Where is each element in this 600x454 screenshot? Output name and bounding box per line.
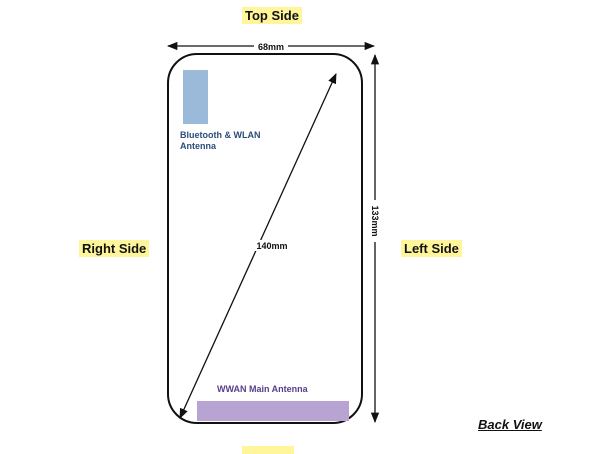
width-dimension-label: 68mm	[258, 42, 284, 52]
diagonal-label-bg	[254, 240, 290, 251]
top-side-label: Top Side	[242, 7, 302, 24]
phone-outline	[167, 53, 363, 424]
back-view-caption: Back View	[478, 417, 542, 432]
left-side-label: Left Side	[401, 240, 462, 257]
diagonal-dimension-label: 140mm	[256, 241, 287, 251]
height-label-bg	[370, 200, 381, 242]
right-side-label: Right Side	[79, 240, 150, 257]
height-dimension-label: 133mm	[370, 205, 380, 236]
width-label-bg	[254, 41, 288, 51]
